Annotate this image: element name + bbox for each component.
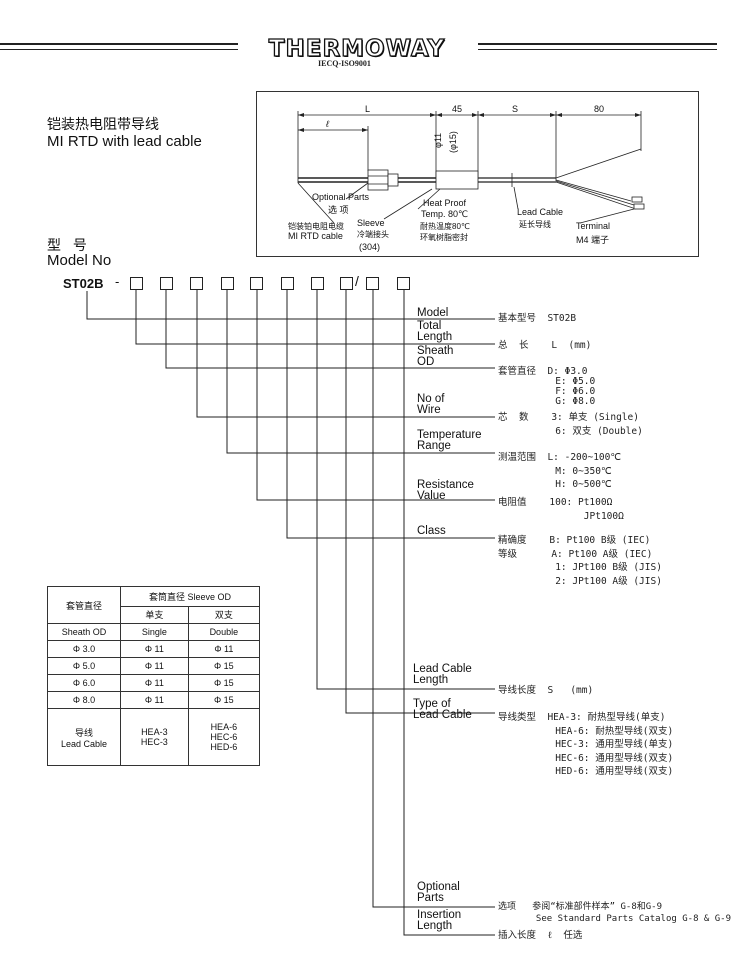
table-header-single-cn: 单支 (120, 605, 189, 625)
model-dash: - (115, 274, 120, 289)
field-label-temperature-range: Temperature Range (417, 429, 482, 452)
product-drawing-frame (256, 91, 699, 257)
table-header-sheath-cn: 套管直径 (47, 586, 121, 624)
table-cell: Φ 15 (187, 657, 261, 675)
model-heading-en: Model No (47, 252, 112, 269)
code-box (397, 277, 410, 290)
table-cell: Φ 6.0 (47, 674, 121, 692)
field-desc-total-length: 总 长 L (mm) (498, 340, 592, 351)
field-label-optional-parts: Optional Parts (417, 881, 460, 904)
table-cell-lead-single: HEA-3 HEC-3 (120, 708, 189, 766)
code-box (190, 277, 203, 290)
header-rule-right (478, 43, 717, 50)
table-cell: Φ 11 (120, 640, 189, 658)
sleeve-en: Sleeve (357, 218, 385, 228)
table-cell: Φ 15 (187, 691, 261, 709)
dim-l: ℓ (326, 119, 329, 129)
field-label-lead-cable-length: Lead Cable Length (413, 663, 472, 686)
lead-cable-en: Lead Cable (517, 207, 564, 217)
table-cell: Φ 11 (120, 674, 189, 692)
table-row: Φ 6.0 Φ 11 Φ 15 (47, 674, 261, 692)
table-header-sheath-en: Sheath OD (47, 623, 121, 641)
heat-proof-cn2: 环氧树脂密封 (420, 233, 468, 242)
field-label-lead-cable-type: Type of Lead Cable (413, 698, 472, 721)
dim-L: L (365, 104, 371, 114)
field-desc-optional-parts: 选项 参阅“标准部件样本” G-8和G-9 See Standard Parts… (498, 902, 731, 924)
code-box (340, 277, 353, 290)
lead-en: Lead Cable (60, 738, 108, 749)
code-box (130, 277, 143, 290)
title-cn: 铠装热电阻带导线 (47, 116, 159, 132)
code-box (221, 277, 234, 290)
field-desc-model: 基本型号 ST02B (498, 313, 577, 324)
mi-rtd-en: MI RTD cable (288, 231, 343, 241)
terminal-cn: M4 端子 (576, 235, 610, 245)
field-desc-lead-cable-length: 导线长度 S (mm) (498, 685, 594, 696)
table-cell: Φ 5.0 (47, 657, 121, 675)
optional-parts-en: Optional Parts (312, 192, 370, 202)
model-heading-cn: 型 号 (47, 237, 91, 253)
lead-cn: 导线 (74, 727, 93, 738)
table-cell-lead-double: HEA-6 HEC-6 HED-6 (187, 708, 261, 766)
field-label-resistance-value: Resistance Value (417, 479, 474, 502)
header-rule-left (0, 43, 238, 50)
code-box (281, 277, 294, 290)
dim-80: 80 (594, 104, 605, 114)
field-label-total-length: Total Length (417, 320, 453, 343)
field-label-insertion-length: Insertion Length (417, 909, 462, 932)
field-label-no-of-wire: No of Wire (417, 393, 445, 416)
lead-cable-cn: 延长导线 (519, 220, 551, 229)
title-en: MI RTD with lead cable (47, 133, 202, 150)
certification-label: IECQ-ISO9001 (318, 59, 371, 68)
code-box (366, 277, 379, 290)
table-cell: Φ 11 (120, 691, 189, 709)
field-desc-sheath-od: 套管直径 D: Φ3.0 E: Φ5.0 F: Φ6.0 G: Φ8.0 (498, 366, 596, 407)
field-label-class: Class (417, 525, 446, 537)
field-desc-lead-cable-type: 导线类型 HEA-3: 耐热型导线(单支) HEA-6: 耐热型导线(双支) H… (498, 712, 674, 777)
code-box (311, 277, 324, 290)
model-slash: / (355, 273, 359, 289)
code-box (160, 277, 173, 290)
table-cell-lead: 导线 Lead Cable (47, 708, 121, 766)
sleeve-material: (304) (359, 242, 381, 252)
heat-proof-1: Heat Proof (423, 198, 467, 208)
terminal-en: Terminal (576, 221, 611, 231)
mi-rtd-cn: 铠装铂电阻电缆 (288, 222, 344, 231)
code-box (250, 277, 263, 290)
table-cell: Φ 3.0 (47, 640, 121, 658)
field-desc-no-of-wire: 芯 数 3: 单支 (Single) 6: 双支 (Double) (498, 412, 643, 437)
table-header-sleeve: 套筒直径 Sleeve OD (120, 586, 260, 607)
table-cell: Φ 11 (120, 657, 189, 675)
table-header-double-cn: 双支 (187, 605, 261, 625)
brand-logo: THERMOWAY (268, 35, 446, 62)
product-drawing (297, 111, 645, 224)
table-header-single-en: Single (120, 623, 189, 641)
dim-45: 45 (452, 104, 463, 114)
table-row: Φ 8.0 Φ 11 Φ 15 (47, 691, 261, 709)
table-cell: Φ 8.0 (47, 691, 121, 709)
sheath-sleeve-table: 套管直径 套筒直径 Sleeve OD 单支 双支 Sheath OD Sing… (47, 586, 261, 766)
table-row: Φ 5.0 Φ 11 Φ 15 (47, 657, 261, 675)
dim-S: S (512, 104, 519, 114)
heat-proof-cn1: 耐热温度80℃ (420, 222, 470, 231)
sleeve-cn: 冷端接头 (357, 230, 389, 239)
table-cell: Φ 15 (187, 674, 261, 692)
table-row: Φ 3.0 Φ 11 Φ 11 (47, 640, 261, 658)
table-header-double-en: Double (187, 623, 261, 641)
table-cell: Φ 11 (187, 640, 261, 658)
field-desc-class: 精确度 B: Pt100 B级 (IEC) 等级 A: Pt100 A级 (IE… (498, 535, 662, 587)
table-row-lead-cable: 导线 Lead Cable HEA-3 HEC-3 HEA-6 HEC-6 HE… (47, 708, 261, 766)
field-desc-insertion-length: 插入长度 ℓ 任选 (498, 930, 583, 941)
heat-proof-2: Temp. 80℃ (421, 209, 469, 219)
field-label-sheath-od: Sheath OD (417, 345, 454, 368)
field-label-model: Model (417, 307, 449, 319)
optional-parts-cn: 选 项 (328, 205, 349, 215)
field-desc-resistance-value: 电阻值 100: Pt100Ω JPt100Ω (498, 497, 624, 522)
model-base-code: ST02B (63, 276, 104, 291)
field-desc-temperature-range: 测温范围 L: -200~100℃ M: 0~350℃ H: 0~500℃ (498, 452, 622, 490)
